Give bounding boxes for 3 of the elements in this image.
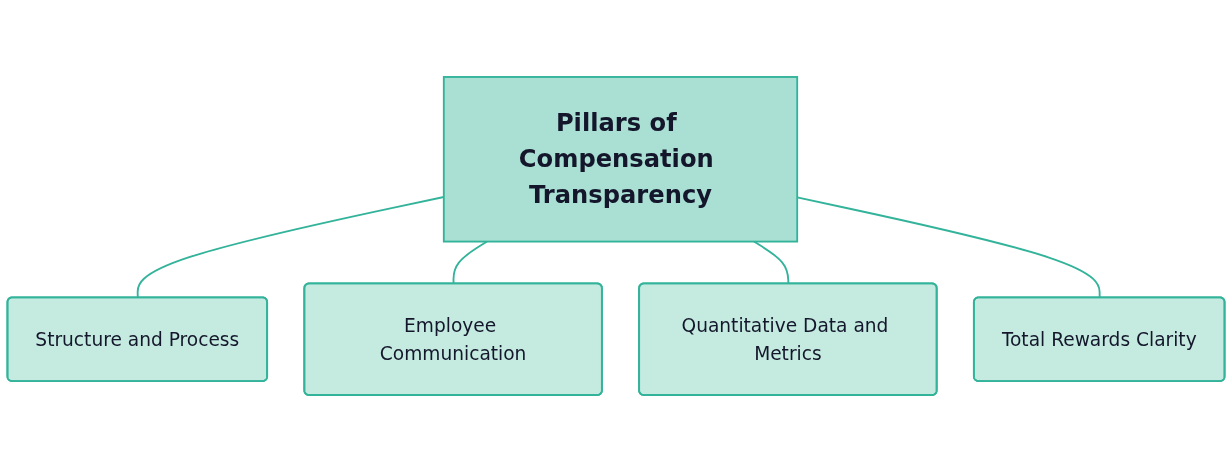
connector (753, 240, 790, 285)
node-box: Pillars of Compensation Transparency (442, 76, 799, 243)
connector (452, 240, 488, 285)
